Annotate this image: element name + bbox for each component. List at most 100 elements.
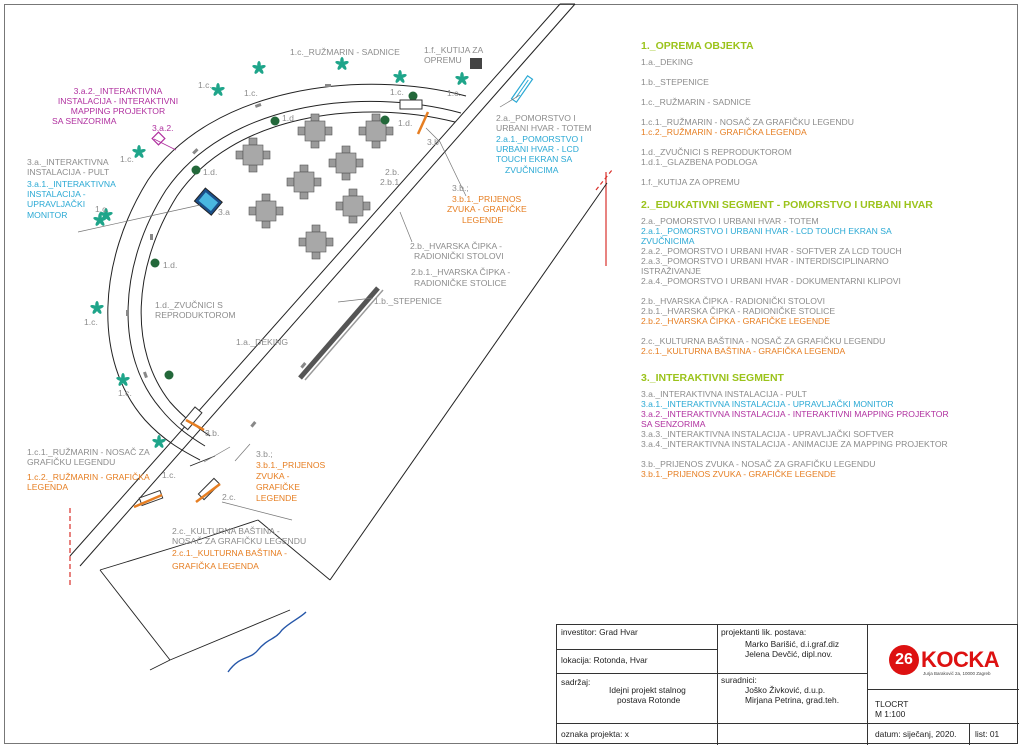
totem-label: 2.a._POMORSTVO I xyxy=(496,113,576,123)
equipment-box-icon xyxy=(470,58,482,69)
equipment-box-label: 1.f._KUTIJA ZA xyxy=(424,45,484,55)
rosemary-plant-icon xyxy=(455,72,469,85)
legend-heading-3: 3._INTERAKTIVNI SEGMENT xyxy=(641,372,784,384)
support-code: 3.b xyxy=(427,137,439,147)
deck-joints xyxy=(126,84,331,428)
legend-item: 1.c._RUŽMARIN - SADNICE xyxy=(641,97,751,107)
rosemary-holder-label: 1.c.1._RUŽMARIN - NOSAČ ZA xyxy=(27,447,150,457)
table-with-chairs-icon xyxy=(358,113,394,149)
rotunda-deck xyxy=(107,83,467,461)
equipment-box-label: OPREMU xyxy=(424,55,462,65)
legend-heading-1: 1._OPREMA OBJEKTA xyxy=(641,40,754,52)
legend-item: 3.a.2._INTERAKTIVNA INSTALACIJA - INTERA… xyxy=(641,409,949,419)
pult-label: 3.a._INTERAKTIVNA xyxy=(27,157,109,167)
legend-item xyxy=(641,67,971,77)
rosemary-plant-icon xyxy=(252,61,266,74)
legend-item xyxy=(641,326,971,336)
plant-label: 1.c. xyxy=(390,87,404,97)
table-with-chairs-icon xyxy=(335,188,371,224)
sheet-number: list: 01 xyxy=(975,729,1000,739)
walls xyxy=(69,3,608,581)
rosemary-legend-label: LEGENDA xyxy=(27,482,69,492)
plant-label: 1.c. xyxy=(244,88,258,98)
workshop-tables xyxy=(235,113,394,260)
rosemary-plant-icon xyxy=(211,83,225,96)
lcd-label: URBANI HVAR - LCD xyxy=(496,144,579,154)
table-with-chairs-icon xyxy=(248,193,284,229)
legend-item: 2.a.4._POMORSTVO I URBANI HVAR - DOKUMEN… xyxy=(641,276,901,286)
sound-code: 3.b.; xyxy=(256,449,273,459)
rosemary-plant-icon xyxy=(132,145,146,158)
investor-field: investitor: Grad Hvar xyxy=(561,627,638,637)
legend-item xyxy=(641,107,971,117)
plant-label: 1.c. xyxy=(198,80,212,90)
table-with-chairs-icon xyxy=(298,224,334,260)
stairs xyxy=(298,286,384,381)
decking-label: 1.a._DEKING xyxy=(236,337,289,347)
mapping-projector-label: 3.a.2._INTERAKTIVNA xyxy=(73,86,163,96)
legend-item: 1.d._ZVUČNICI S REPRODUKTOROM xyxy=(641,147,792,157)
sound-legend-label: ZVUKA - xyxy=(256,471,290,481)
plant-label: 1.c. xyxy=(118,388,132,398)
rosemary-plant-icon xyxy=(152,435,166,448)
monitor-icon xyxy=(193,187,223,216)
sound-legend-label: GRAFIČKE xyxy=(256,482,300,492)
designer-name: Marko Barišić, d.i.graf.diz xyxy=(745,639,840,649)
mapping-projector-label: SA SENZORIMA xyxy=(52,116,117,126)
collaborators-label: suradnici: xyxy=(721,675,757,685)
scale-field: M 1:100 xyxy=(875,709,906,719)
table-with-chairs-icon xyxy=(328,145,364,181)
chair-code: 2.b.1. xyxy=(380,177,402,187)
legend-item xyxy=(641,87,971,97)
legend-supports xyxy=(133,477,221,509)
legend-item xyxy=(641,449,971,459)
lcd-label: ZVUČNICIMA xyxy=(505,165,559,175)
stairs-label: 1.b._STEPENICE xyxy=(374,296,442,306)
sound-legend-label: LEGENDE xyxy=(256,493,298,503)
rosemary-plant-icon xyxy=(90,301,104,314)
content-field: postava Rotonde xyxy=(617,695,681,705)
table-with-chairs-icon xyxy=(286,164,322,200)
rosemary-plant-icon xyxy=(335,57,349,70)
totem-label: URBANI HVAR - TOTEM xyxy=(496,123,592,133)
legend-item: 3.a.4._INTERAKTIVNA INSTALACIJA - ANIMAC… xyxy=(641,439,948,449)
pult-label: INSTALACIJA - PULT xyxy=(27,167,110,177)
plant-label: 1.c. xyxy=(84,317,98,327)
lace-label: 2.b.1._HVARSKA ČIPKA - xyxy=(411,267,511,277)
lower-area xyxy=(99,455,331,671)
legend-item: 2.a.3._POMORSTVO I URBANI HVAR - INTERDI… xyxy=(641,256,889,266)
studio-logo-name: KOCKA xyxy=(921,647,1000,672)
speaker-icon xyxy=(270,116,280,126)
lcd-label: 2.a.1._POMORSTVO I xyxy=(496,134,583,144)
lace-label: 2.b._HVARSKA ČIPKA - xyxy=(410,241,503,251)
speaker-label: 1.d. xyxy=(163,260,178,270)
collaborator-name: Joško Živković, d.u.p. xyxy=(745,685,826,695)
speaker-icon xyxy=(191,165,201,175)
sound-legend-supports xyxy=(180,99,430,432)
plant-label: 1.c. xyxy=(95,204,109,214)
table-with-chairs-icon xyxy=(235,137,271,173)
heritage-legend-label: GRAFIČKA LEGENDA xyxy=(172,561,259,571)
projector-icon xyxy=(151,131,177,151)
date-field: datum: siječanj, 2020. xyxy=(875,729,957,739)
sound-legend-label: 3.b.1._PRIJENOS xyxy=(256,460,326,470)
mapping-projector-label: INSTALACIJA - INTERAKTIVNI xyxy=(57,96,179,106)
legend-item: 2.c._KULTURNA BAŠTINA - NOSAČ ZA GRAFIČK… xyxy=(641,336,886,346)
speaker-icon xyxy=(408,91,418,101)
legend-item: 3.a.1._INTERAKTIVNA INSTALACIJA - UPRAVL… xyxy=(641,399,894,409)
totem-icon xyxy=(510,74,534,104)
speaker-icon xyxy=(164,370,174,380)
monitor-code: 3.a xyxy=(218,207,230,217)
monitor-label: INSTALACIJA - xyxy=(27,189,86,199)
sound-legend-label: LEGENDE xyxy=(462,215,504,225)
sound-legend-label: 3.b.1._PRIJENOS xyxy=(452,194,522,204)
legend-item: 1.a._DEKING xyxy=(641,57,694,67)
speakers-label: 1.d._ZVUČNICI S xyxy=(155,300,223,310)
property-lines xyxy=(69,169,613,588)
plant-label: 1.c. xyxy=(447,88,461,98)
rosemary-seedlings-label: 1.c._RUŽMARIN - SADNICE xyxy=(290,47,400,57)
rosemary-plant-icon xyxy=(393,70,407,83)
